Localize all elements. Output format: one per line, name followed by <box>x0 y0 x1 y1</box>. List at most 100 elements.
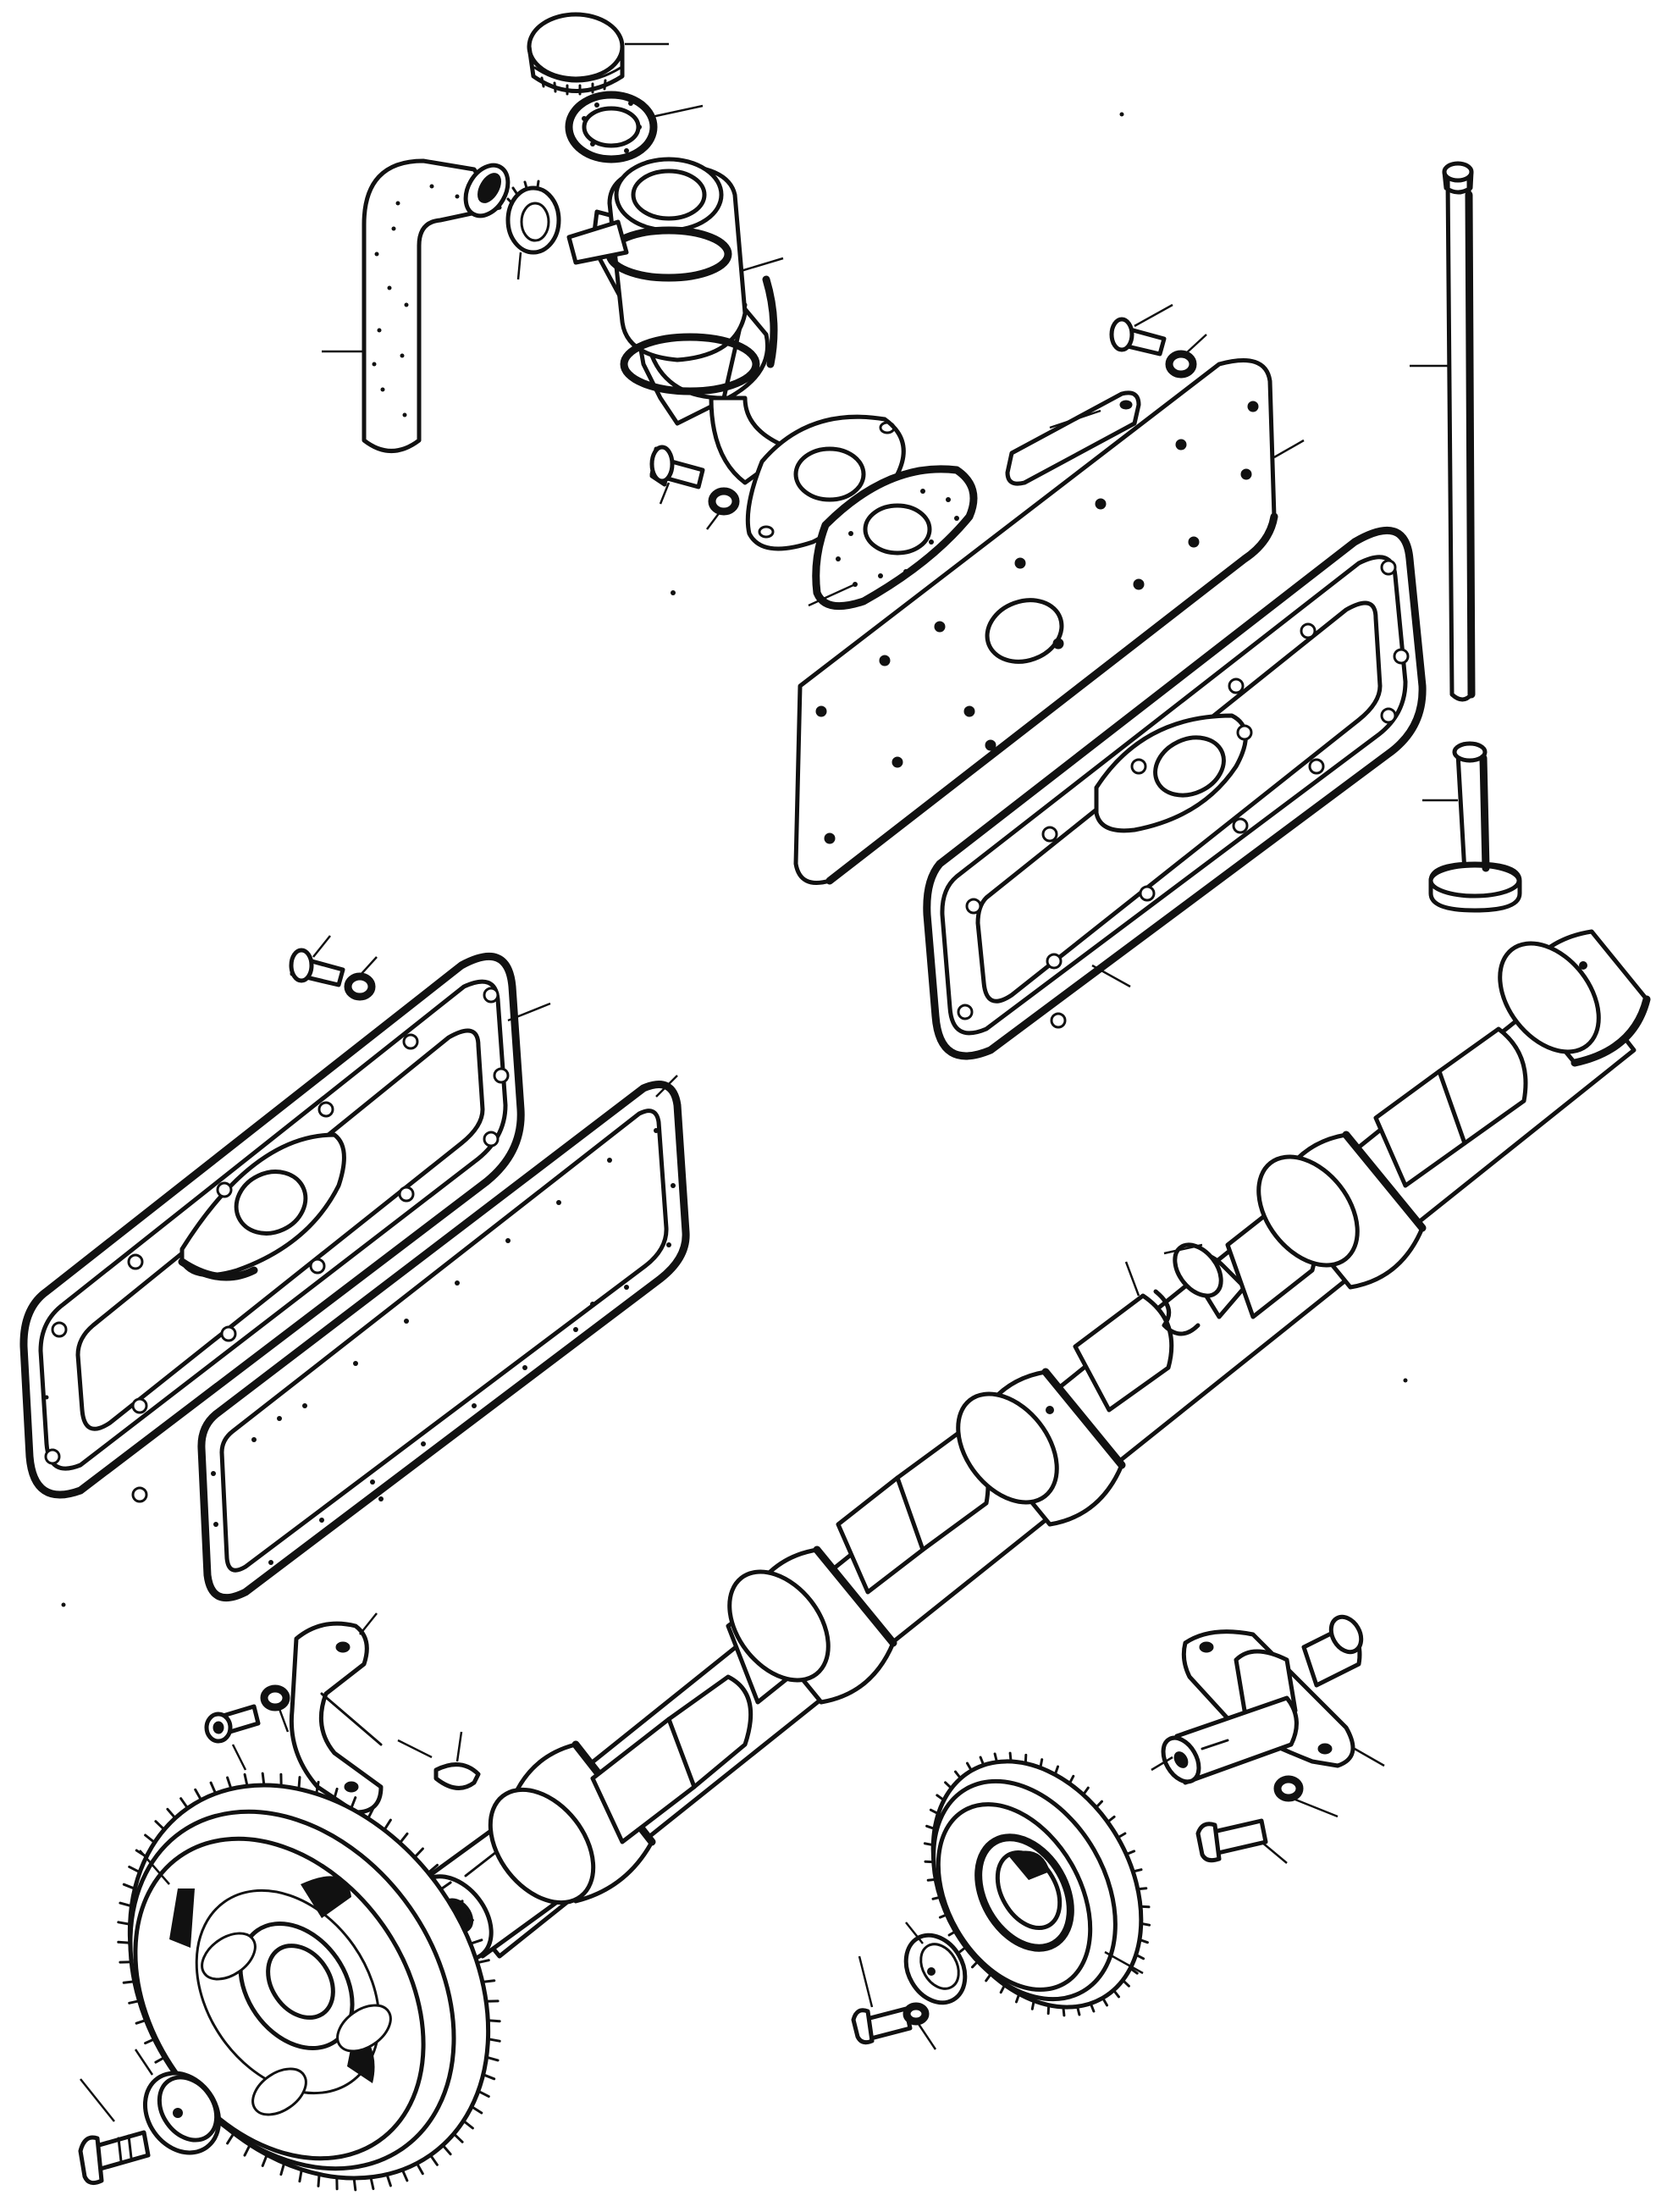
idler-gear-bolt <box>851 2002 930 2045</box>
leader-line <box>1151 1756 1173 1772</box>
gear-tooth <box>924 1860 936 1864</box>
gear-tooth <box>428 2154 439 2166</box>
gear-tooth <box>135 2018 149 2025</box>
gear-tooth <box>938 1912 950 1919</box>
idler-spindle-bolt <box>1195 1818 1268 1863</box>
gear-tooth <box>385 2173 392 2187</box>
flange-washer <box>708 487 740 516</box>
gear-tooth <box>452 2132 464 2143</box>
gear-tooth <box>261 1772 266 1787</box>
leader-line <box>1091 964 1131 988</box>
gear-tooth <box>1131 1868 1143 1873</box>
leader-line <box>659 482 671 505</box>
leader-line <box>139 1850 170 1885</box>
gear-tooth <box>439 1881 452 1891</box>
leader-line <box>905 1922 924 1944</box>
gear-tooth <box>1101 1996 1108 2007</box>
leader-line <box>1134 303 1173 328</box>
thrust-plate-screw <box>204 1704 261 1744</box>
leader-line <box>278 1708 290 1733</box>
leader-line <box>655 1075 678 1098</box>
gear-tooth <box>481 1979 496 1983</box>
leader-line <box>455 1731 463 1762</box>
gear-tooth <box>128 1865 141 1874</box>
gear-tooth <box>944 1781 953 1790</box>
gear-tooth <box>477 2089 490 2099</box>
gear-tooth <box>925 1824 936 1831</box>
gear-tooth <box>999 1983 1007 1994</box>
gear-tooth <box>1024 1753 1028 1765</box>
gear-tooth <box>476 1959 490 1965</box>
gear-tooth <box>415 2162 424 2176</box>
hose-clip <box>505 180 561 255</box>
gear-tooth <box>1106 1815 1116 1823</box>
gear-tooth <box>1076 2005 1081 2016</box>
gear-tooth <box>1136 1887 1148 1891</box>
gear-tooth <box>398 1832 409 1844</box>
leader-line <box>359 1612 378 1635</box>
gear-tooth <box>936 1794 946 1802</box>
leader-line <box>134 2049 154 2076</box>
leader-line <box>808 583 856 607</box>
breather-hose <box>362 158 511 453</box>
leader-line <box>80 2078 115 2122</box>
leader-line <box>1049 409 1101 429</box>
gear-tooth <box>958 1945 969 1954</box>
tappet-side-cover-plate <box>793 358 1278 885</box>
gear-tooth <box>1082 1786 1090 1796</box>
leader-line <box>651 104 704 119</box>
gear-tooth <box>979 1756 985 1767</box>
gear-tooth <box>119 1901 133 1908</box>
gear-tooth <box>1015 1993 1021 2004</box>
gear-tooth <box>450 1900 464 1909</box>
leader-line <box>1163 1243 1203 1255</box>
idler-gear <box>923 1751 1151 2017</box>
gear-tooth <box>486 2038 501 2043</box>
cover-washer <box>1165 350 1197 379</box>
leader-line <box>1261 1841 1288 1864</box>
cover-screw <box>1109 317 1167 357</box>
gear-tooth <box>413 1847 424 1859</box>
gear-tooth <box>1053 1765 1059 1776</box>
leader-line <box>1354 1747 1385 1767</box>
gear-tooth <box>226 1776 233 1790</box>
gear-tooth <box>954 1770 963 1780</box>
gear-tooth <box>261 2153 268 2167</box>
gear-tooth <box>117 1940 132 1944</box>
gear-tooth <box>1139 1905 1151 1909</box>
gear-tooth <box>315 1780 320 1795</box>
gear-tooth <box>383 1818 392 1832</box>
gear-tooth <box>154 2054 168 2064</box>
gear-tooth <box>482 2073 496 2081</box>
gear-tooth <box>1062 2005 1066 2017</box>
flange-gasket <box>812 465 978 611</box>
gear-tooth <box>166 1807 177 1820</box>
camshaft-gear-bolt <box>78 2130 151 2186</box>
gear-tooth <box>947 1929 958 1937</box>
gear-tooth <box>1121 1978 1130 1988</box>
leader-line <box>1273 439 1305 459</box>
gear-tooth <box>369 2176 375 2191</box>
camshaft-gear <box>117 1772 501 2192</box>
gear-tooth <box>1046 2004 1051 2016</box>
gear-tooth <box>926 1877 938 1882</box>
gear-tooth <box>243 2143 251 2157</box>
gear-tooth <box>441 2143 452 2156</box>
gear-tooth <box>931 1895 943 1900</box>
gear-tooth <box>243 1772 249 1788</box>
leader-line <box>359 956 378 976</box>
gear-tooth <box>194 1788 203 1801</box>
leader-line <box>740 257 784 273</box>
cover-bracket-strip <box>1005 390 1141 486</box>
woodruff-key <box>433 1762 481 1790</box>
gear-tooth <box>367 1806 375 1820</box>
idler-spindle-washer <box>1273 1775 1304 1802</box>
filler-cap <box>527 12 625 96</box>
gear-tooth <box>461 1918 474 1927</box>
gear-tooth <box>400 2168 409 2182</box>
leader-line <box>1294 1798 1339 1818</box>
idler-gear-washer <box>903 1933 968 2005</box>
flange-bolt <box>649 445 705 489</box>
